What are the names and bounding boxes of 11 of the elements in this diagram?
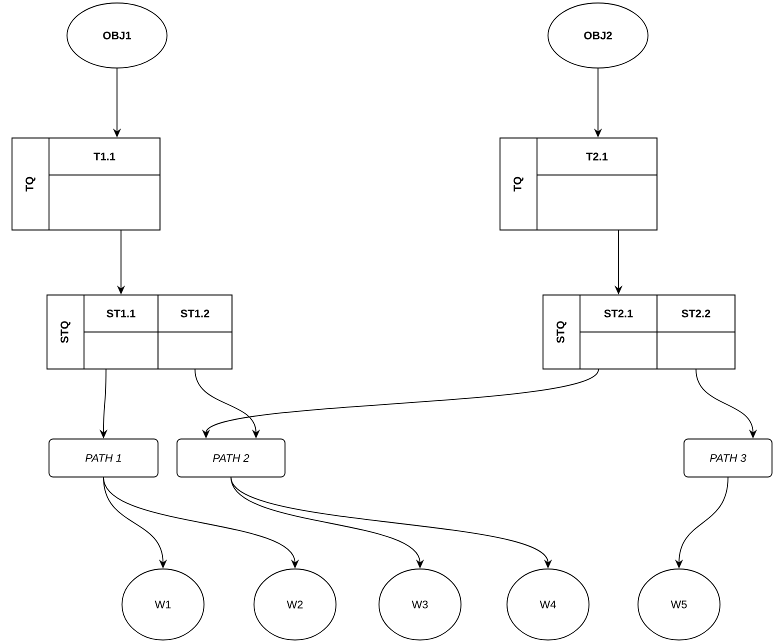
path-box: PATH 3 xyxy=(684,438,772,478)
lane: ST2.1 xyxy=(580,294,658,370)
lane: ST2.2 xyxy=(656,294,736,370)
lane: T2.1 xyxy=(536,138,658,230)
path-box: PATH 1 xyxy=(48,438,158,478)
path-box: PATH 2 xyxy=(176,438,286,478)
lane: T1.1 xyxy=(48,138,160,230)
oval: OBJ1 xyxy=(66,2,168,68)
lane: ST1.2 xyxy=(158,294,232,370)
oval: OBJ2 xyxy=(548,2,648,68)
lane: ST1.1 xyxy=(84,294,158,370)
